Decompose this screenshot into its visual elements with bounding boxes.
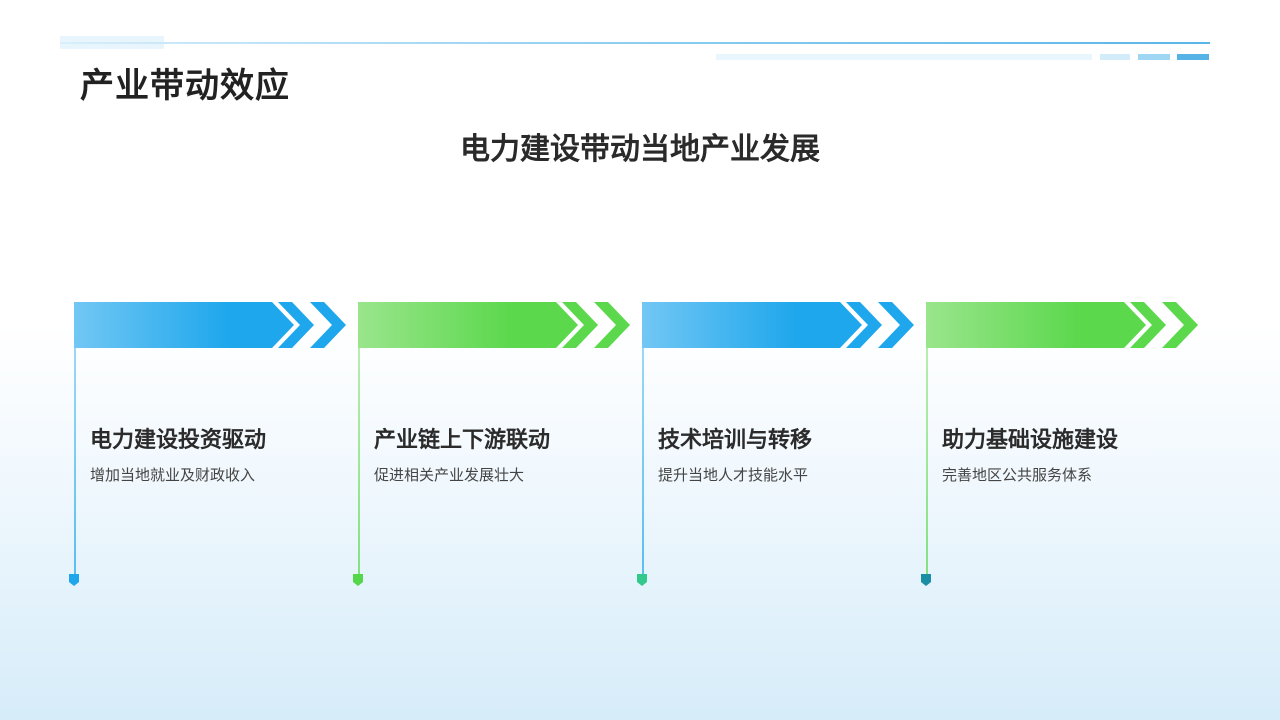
step-endcap-icon xyxy=(921,574,931,586)
page-subtitle: 电力建设带动当地产业发展 xyxy=(460,132,820,167)
step-arrow-banner xyxy=(74,302,346,348)
chevron-icon xyxy=(278,302,314,348)
header-accent-dash xyxy=(1138,54,1170,60)
header-accent-dash xyxy=(1177,54,1209,60)
step-title: 产业链上下游联动 xyxy=(374,428,551,453)
step-description: 完善地区公共服务体系 xyxy=(942,466,1093,484)
arrow-body xyxy=(358,302,578,348)
page-title: 产业带动效应 xyxy=(80,66,290,106)
step-timeline-line xyxy=(642,348,644,574)
step-title: 技术培训与转移 xyxy=(658,428,813,453)
process-step-4: 助力基础设施建设 完善地区公共服务体系 xyxy=(921,298,1216,598)
step-timeline-line xyxy=(74,348,76,574)
chevron-icon xyxy=(594,302,630,348)
process-step-3: 技术培训与转移 提升当地人才技能水平 xyxy=(637,298,932,598)
step-arrow-banner xyxy=(926,302,1198,348)
arrow-body xyxy=(74,302,294,348)
step-endcap-icon xyxy=(637,574,647,586)
step-timeline-line xyxy=(926,348,928,574)
chevron-icon xyxy=(562,302,598,348)
header-divider-line xyxy=(60,42,1210,44)
step-timeline-line xyxy=(358,348,360,574)
header-accent-band xyxy=(716,54,1092,60)
process-step-2: 产业链上下游联动 促进相关产业发展壮大 xyxy=(353,298,648,598)
chevron-icon xyxy=(846,302,882,348)
step-description: 增加当地就业及财政收入 xyxy=(90,466,256,484)
arrow-body xyxy=(642,302,862,348)
step-description: 促进相关产业发展壮大 xyxy=(374,466,525,484)
step-title: 助力基础设施建设 xyxy=(942,428,1119,453)
process-step-1: 电力建设投资驱动 增加当地就业及财政收入 xyxy=(69,298,364,598)
chevron-icon xyxy=(1162,302,1198,348)
step-title: 电力建设投资驱动 xyxy=(90,428,267,453)
arrow-body xyxy=(926,302,1146,348)
chevron-icon xyxy=(310,302,346,348)
step-arrow-banner xyxy=(358,302,630,348)
step-arrow-banner xyxy=(642,302,914,348)
step-description: 提升当地人才技能水平 xyxy=(658,466,809,484)
chevron-icon xyxy=(1130,302,1166,348)
step-endcap-icon xyxy=(69,574,79,586)
header-accent-dash xyxy=(1100,54,1130,60)
chevron-icon xyxy=(878,302,914,348)
step-endcap-icon xyxy=(353,574,363,586)
